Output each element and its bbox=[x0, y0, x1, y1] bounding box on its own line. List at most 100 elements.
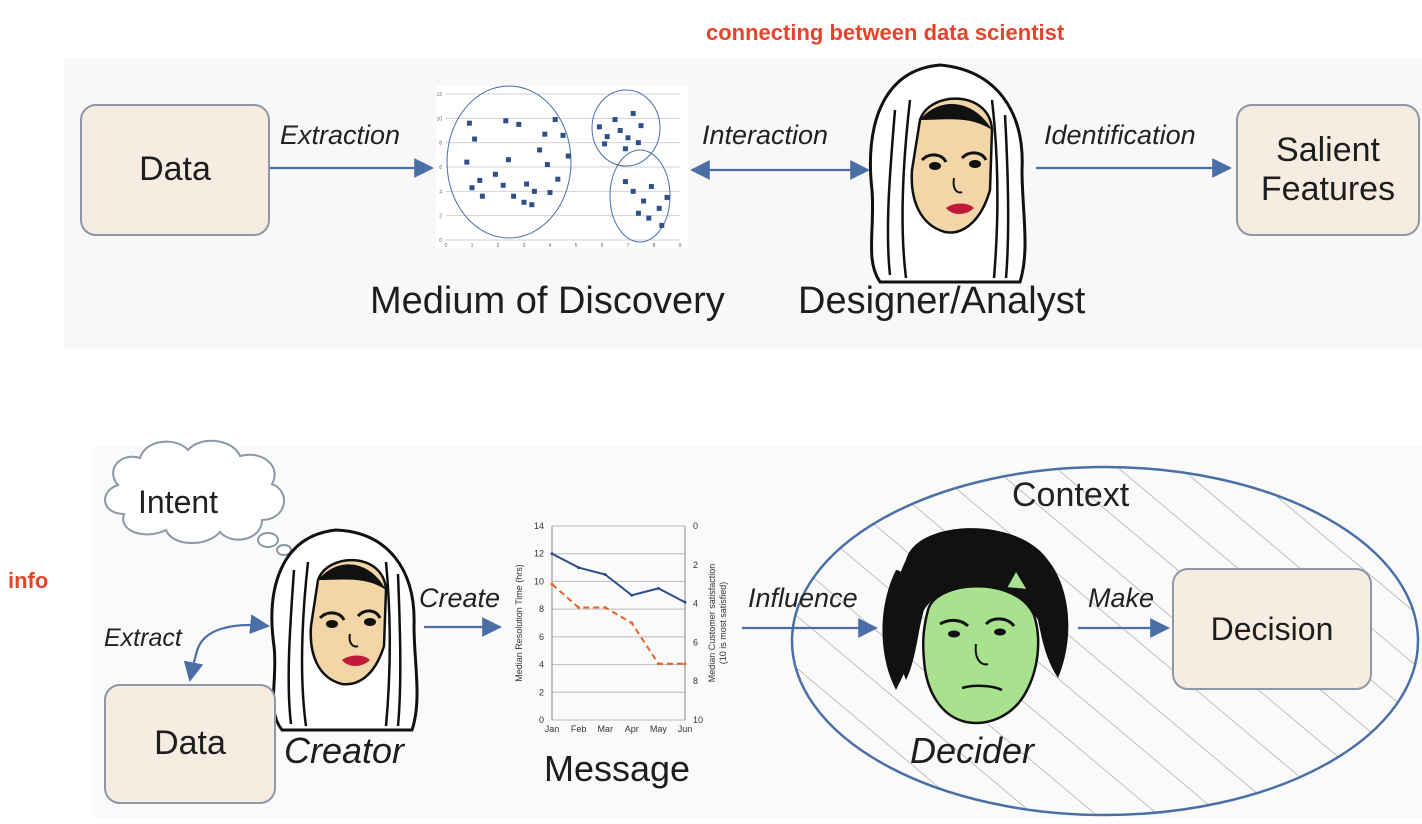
satisfaction-line bbox=[551, 583, 685, 665]
scatter-point bbox=[544, 162, 550, 168]
chart-right-tick: 10 bbox=[693, 715, 703, 725]
scatter-point bbox=[565, 153, 571, 159]
scatter-x-tick: 4 bbox=[549, 243, 552, 249]
bottom-annotation-note: info bbox=[8, 568, 49, 593]
scatter-cluster-outline bbox=[591, 89, 661, 167]
scatter-point bbox=[469, 185, 475, 191]
scatter-point bbox=[635, 140, 641, 146]
scatter-point bbox=[479, 193, 485, 199]
scatter-point bbox=[555, 176, 561, 182]
top-data-box-label: Data bbox=[139, 150, 211, 189]
top-panel-background bbox=[64, 58, 1422, 348]
satisfaction-point bbox=[656, 662, 660, 666]
extract-label: Extract bbox=[104, 624, 182, 652]
chart-right-tick: 0 bbox=[693, 521, 698, 531]
scatter-point bbox=[635, 210, 641, 216]
scatter-point bbox=[622, 146, 628, 152]
chart-left-tick: 14 bbox=[534, 521, 544, 531]
chart-left-axis-title: Median Resolution Time (hrs) bbox=[514, 564, 524, 682]
scatter-x-tick: 8 bbox=[653, 243, 656, 249]
scatter-point bbox=[492, 171, 498, 177]
scatter-point bbox=[503, 118, 509, 124]
create-label: Create bbox=[419, 583, 501, 613]
scatter-point bbox=[664, 194, 670, 200]
scatter-cluster-outline bbox=[609, 149, 671, 243]
scatter-point bbox=[464, 159, 470, 165]
chart-month-tick: Feb bbox=[571, 724, 587, 734]
satisfaction-point bbox=[550, 582, 554, 586]
decider-caption: Decider bbox=[910, 730, 1035, 771]
scatter-y-tick: 12 bbox=[436, 92, 442, 98]
scatter-y-tick: 4 bbox=[439, 189, 442, 195]
influence-label: Influence bbox=[748, 583, 858, 613]
scatter-point bbox=[612, 117, 618, 123]
designer-analyst-caption: Designer/Analyst bbox=[798, 280, 1086, 322]
interaction-label: Interaction bbox=[702, 120, 829, 150]
scatter-point bbox=[638, 123, 644, 129]
chart-right-tick: 8 bbox=[693, 676, 698, 686]
context-label: Context bbox=[1012, 476, 1130, 514]
decider-portrait-icon bbox=[882, 528, 1069, 725]
resolution-time-line bbox=[551, 552, 686, 604]
chart-left-tick: 8 bbox=[539, 604, 544, 614]
scatter-point bbox=[646, 215, 652, 221]
satisfaction-point bbox=[683, 662, 687, 666]
scatter-point bbox=[524, 181, 530, 187]
chart-left-tick: 12 bbox=[534, 549, 544, 559]
medium-of-discovery-caption: Medium of Discovery bbox=[370, 280, 725, 322]
chart-left-tick: 4 bbox=[539, 660, 544, 670]
scatter-point bbox=[477, 177, 483, 183]
scatter-x-tick: 3 bbox=[523, 243, 526, 249]
scatter-x-tick: 0 bbox=[445, 243, 448, 249]
creator-caption: Creator bbox=[284, 730, 405, 771]
decision-box: Decision bbox=[1172, 568, 1372, 690]
scatter-x-tick: 7 bbox=[627, 243, 630, 249]
scatter-cluster-outline bbox=[446, 85, 572, 239]
scatter-point bbox=[641, 198, 647, 204]
bottom-data-box-label: Data bbox=[154, 724, 226, 763]
top-data-box: Data bbox=[80, 104, 270, 236]
scatter-point bbox=[472, 136, 478, 142]
salient-features-line1: Salient bbox=[1276, 130, 1380, 169]
scatter-x-tick: 9 bbox=[679, 243, 682, 249]
bottom-data-box: Data bbox=[104, 684, 276, 804]
scatter-point bbox=[659, 222, 665, 228]
scatter-point bbox=[622, 179, 628, 185]
scatter-point bbox=[656, 205, 662, 211]
decision-box-label: Decision bbox=[1210, 610, 1334, 647]
chart-left-tick: 10 bbox=[534, 576, 544, 586]
resolution-time-point bbox=[577, 566, 581, 570]
scatter-y-tick: 8 bbox=[439, 141, 442, 147]
scatter-point bbox=[529, 202, 535, 208]
chart-right-tick: 4 bbox=[693, 599, 698, 609]
chart-left-tick: 6 bbox=[539, 632, 544, 642]
scatter-point bbox=[516, 121, 522, 127]
analyst-portrait-icon bbox=[868, 63, 1027, 284]
scatter-point bbox=[531, 188, 537, 194]
chart-month-tick: Jan bbox=[545, 724, 560, 734]
satisfaction-point bbox=[630, 621, 634, 625]
scatter-point bbox=[617, 128, 623, 133]
creator-portrait-icon bbox=[270, 528, 419, 732]
chart-month-tick: May bbox=[650, 724, 668, 734]
scatter-point bbox=[630, 188, 636, 194]
salient-features-line2: Features bbox=[1260, 170, 1396, 208]
satisfaction-point bbox=[603, 605, 607, 609]
scatter-point bbox=[604, 134, 610, 140]
scatter-x-tick: 2 bbox=[497, 243, 500, 249]
chart-month-tick: Apr bbox=[625, 724, 639, 734]
make-label: Make bbox=[1088, 583, 1155, 613]
chart-month-tick: Jun bbox=[678, 724, 693, 734]
extract-arrow bbox=[183, 614, 270, 682]
satisfaction-point bbox=[577, 605, 581, 609]
chart-right-tick: 6 bbox=[693, 637, 698, 647]
scatter-point bbox=[537, 147, 543, 153]
resolution-time-point bbox=[630, 593, 634, 597]
chart-month-tick: Mar bbox=[597, 724, 613, 734]
resolution-time-point bbox=[656, 586, 660, 590]
scatter-point bbox=[602, 141, 608, 147]
scatter-point bbox=[521, 199, 527, 205]
